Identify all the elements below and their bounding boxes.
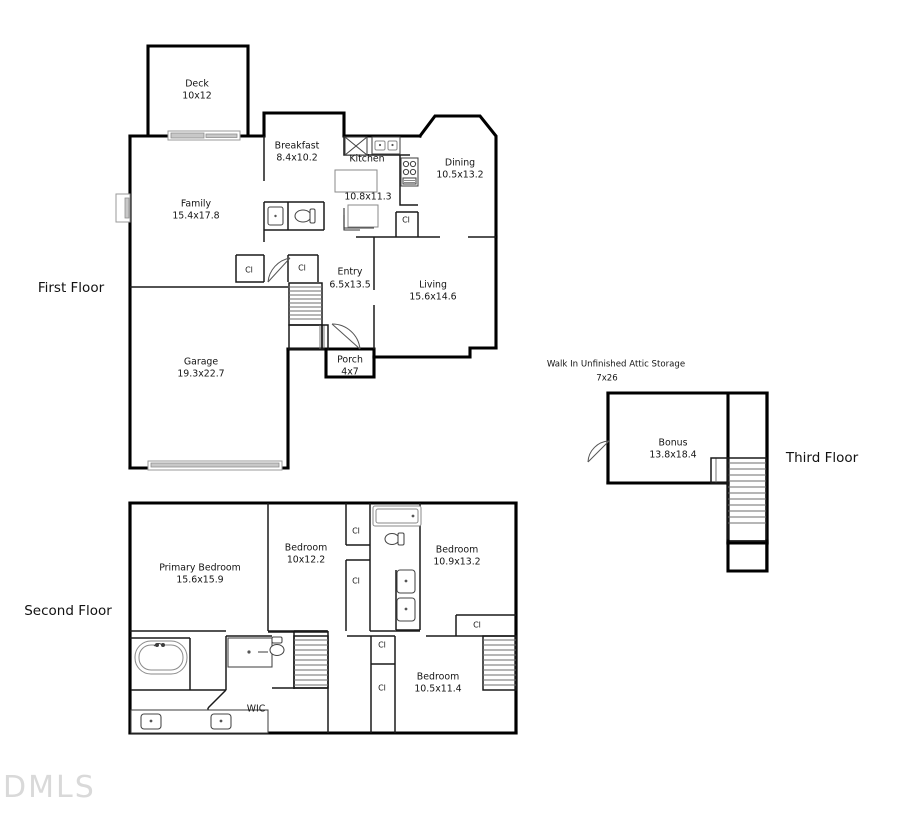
refrigerator-icon <box>344 136 368 156</box>
bathtub-icon <box>134 640 188 675</box>
room-label-porch: Porch <box>337 355 363 366</box>
kitchen-sink-icon <box>371 136 401 155</box>
window-family-left <box>115 193 131 223</box>
closet-label-second-b: Cl <box>352 577 360 586</box>
room-dim-porch: 4x7 <box>341 367 359 378</box>
bonus-room-outline <box>606 391 769 545</box>
front-door-swing <box>331 323 361 350</box>
shower-icon <box>227 637 273 668</box>
room-dim-bedroom-3: 10.9x13.2 <box>433 557 480 568</box>
porch-outline <box>324 347 376 379</box>
room-label-dining: Dining <box>445 158 475 169</box>
toilet-icon <box>294 208 316 224</box>
room-dim-deck: 10x12 <box>182 91 211 102</box>
range-icon <box>399 155 419 206</box>
floor-label-third: Third Floor <box>785 450 859 466</box>
first-floor-group: Deck 10x12 Family 15.4x17.8 Breakfast 8.… <box>38 44 498 471</box>
closet-label-first-right: Cl <box>298 264 306 273</box>
room-label-bedroom-4: Bedroom <box>417 672 459 683</box>
room-label-living: Living <box>419 280 447 291</box>
room-label-garage: Garage <box>184 357 219 368</box>
second-floor-interior-walls <box>130 503 516 733</box>
sink-icon-upper-2 <box>396 597 416 622</box>
bathtub-icon-upper <box>372 505 422 527</box>
kitchen-fixtures <box>334 136 419 206</box>
hall-bath-fixtures <box>227 636 285 668</box>
room-label-primary-bedroom: Primary Bedroom <box>159 563 241 574</box>
deck-outline <box>146 44 250 138</box>
room-dim-dining: 10.5x13.2 <box>436 170 483 181</box>
room-dim-breakfast: 8.4x10.2 <box>276 153 317 164</box>
attic-storage-dim: 7x26 <box>596 374 618 384</box>
toilet-icon-hall <box>269 636 285 657</box>
room-dim-bedroom-4: 10.5x11.4 <box>414 684 461 695</box>
room-dim-kitchen: 10.8x11.3 <box>344 192 391 203</box>
sliding-door-deck <box>167 130 241 141</box>
second-floor-exterior-walls <box>128 501 518 735</box>
kitchen-island-icon <box>334 169 378 193</box>
sink-icon-upper-1 <box>396 569 416 594</box>
closet-label-first-left: Cl <box>245 266 253 275</box>
room-label-family: Family <box>181 199 212 210</box>
primary-bath-fixtures <box>130 640 269 734</box>
entry-closets <box>235 254 319 283</box>
room-dim-entry: 6.5x13.5 <box>329 280 370 291</box>
third-floor-group: Walk In Unfinished Attic Storage 7x26 Bo… <box>547 360 859 573</box>
toilet-icon-upper <box>384 532 405 546</box>
closet-label-second-a: Cl <box>352 527 360 536</box>
room-label-kitchen: Kitchen <box>349 154 384 165</box>
closet-label-second-e: Cl <box>378 684 386 693</box>
second-floor-group: Primary Bedroom 15.6x15.9 Bedroom 10x12.… <box>24 501 518 735</box>
watermark-dmls: DMLS <box>3 770 96 805</box>
closet-label-first-entry: Cl <box>402 216 410 225</box>
room-label-wic: WIC <box>247 704 266 715</box>
first-floor-interior-walls <box>130 136 496 349</box>
sink-icon <box>267 206 284 226</box>
vanity-sinks-primary <box>130 709 269 734</box>
garage-door <box>147 460 283 471</box>
room-dim-bonus: 13.8x18.4 <box>649 450 696 461</box>
stairs-first-floor[interactable] <box>288 282 329 350</box>
stairs-second-floor-right[interactable] <box>482 635 517 691</box>
room-label-bedroom-3: Bedroom <box>436 545 478 556</box>
attic-storage-label: Walk In Unfinished Attic Storage <box>547 360 685 370</box>
bonus-room-shell <box>606 391 769 545</box>
room-dim-garage: 19.3x22.7 <box>177 369 224 380</box>
room-label-entry: Entry <box>338 267 363 278</box>
closet-label-second-c: Cl <box>473 621 481 630</box>
closet-label-second-d: Cl <box>378 641 386 650</box>
bonus-door-swing <box>587 440 610 463</box>
stairs-second-floor[interactable] <box>293 635 329 689</box>
room-label-deck: Deck <box>185 79 209 90</box>
room-dim-family: 15.4x17.8 <box>172 211 219 222</box>
floor-label-second: Second Floor <box>24 603 112 619</box>
room-dim-living: 15.6x14.6 <box>409 292 456 303</box>
powder-room-fixtures <box>267 206 316 226</box>
first-floor-exterior-walls <box>128 111 498 470</box>
floor-label-first: First Floor <box>38 280 105 296</box>
room-label-breakfast: Breakfast <box>275 141 320 152</box>
room-dim-primary-bedroom: 15.6x15.9 <box>176 575 223 586</box>
stairs-third-floor[interactable] <box>710 457 769 573</box>
room-label-bonus: Bonus <box>659 438 688 449</box>
jack-jill-bath-fixtures <box>372 505 422 622</box>
room-dim-bedroom-2: 10x12.2 <box>287 555 325 566</box>
room-label-bedroom-2: Bedroom <box>285 543 327 554</box>
